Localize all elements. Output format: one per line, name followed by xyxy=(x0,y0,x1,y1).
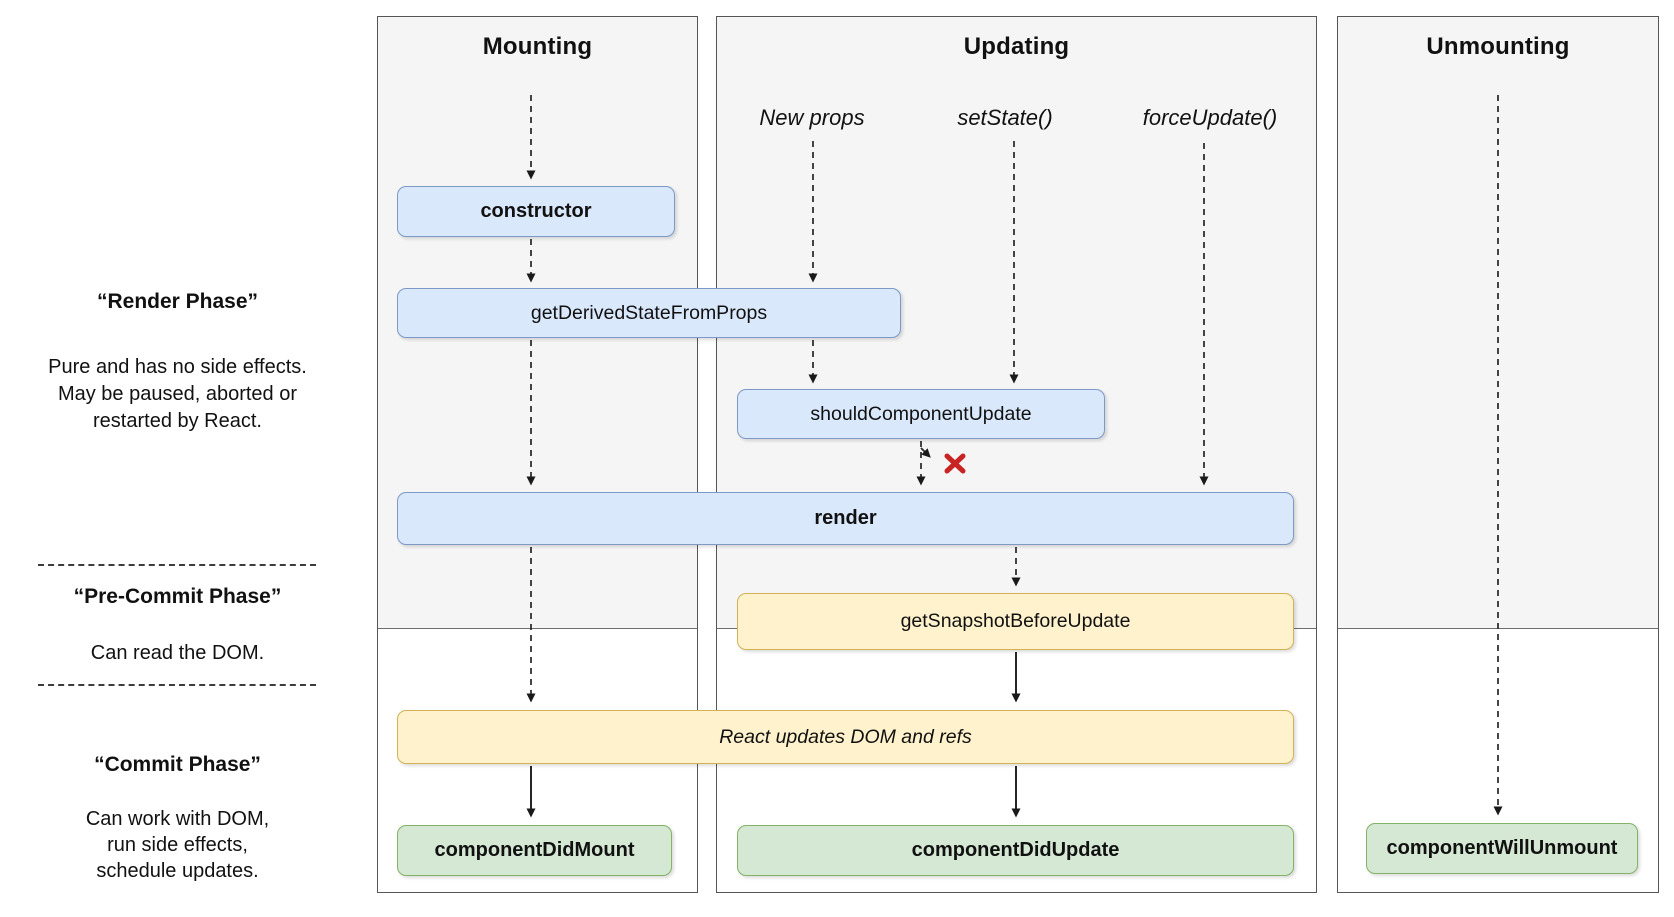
phase-separator xyxy=(38,564,316,566)
node-component-will-unmount: componentWillUnmount xyxy=(1366,823,1638,874)
render-phase-description-line: May be paused, aborted or xyxy=(57,383,298,405)
column-unmounting: Unmounting xyxy=(1337,16,1659,893)
commit-phase-description-line: run side effects, xyxy=(107,834,248,856)
trigger-new-props: New props xyxy=(759,105,865,130)
render-phase-description-line: restarted by React. xyxy=(93,410,262,432)
commit-phase-title: “Commit Phase” xyxy=(94,753,261,776)
render-phase-description: Pure and has no side effects. May be pau… xyxy=(25,354,330,435)
render-phase-shade xyxy=(1338,17,1658,629)
pre-commit-phase-description: Can read the DOM. xyxy=(90,642,265,664)
node-component-did-mount: componentDidMount xyxy=(397,825,672,876)
node-get-derived-state-from-props: getDerivedStateFromProps xyxy=(397,288,901,338)
node-react-updates-dom-and-refs: React updates DOM and refs xyxy=(397,710,1294,764)
node-get-snapshot-before-update: getSnapshotBeforeUpdate xyxy=(737,593,1294,650)
node-component-did-update: componentDidUpdate xyxy=(737,825,1294,876)
trigger-force-update: forceUpdate() xyxy=(1142,105,1278,130)
node-render: render xyxy=(397,492,1294,545)
commit-phase-description-line: schedule updates. xyxy=(96,860,259,882)
column-header-updating: Updating xyxy=(963,33,1070,60)
commit-phase-description-line: Can work with DOM, xyxy=(85,808,270,830)
column-header-unmounting: Unmounting xyxy=(1426,33,1570,60)
node-should-component-update: shouldComponentUpdate xyxy=(737,389,1105,439)
trigger-set-state: setState() xyxy=(957,105,1053,130)
pre-commit-phase-title: “Pre-Commit Phase” xyxy=(73,585,282,608)
column-header-mounting: Mounting xyxy=(482,33,593,60)
render-phase-title: “Render Phase” xyxy=(96,290,259,313)
phase-separator xyxy=(38,684,316,686)
node-constructor: constructor xyxy=(397,186,675,237)
render-phase-description-line: Pure and has no side effects. xyxy=(48,356,307,378)
commit-phase-description: Can work with DOM, run side effects, sch… xyxy=(25,806,330,884)
